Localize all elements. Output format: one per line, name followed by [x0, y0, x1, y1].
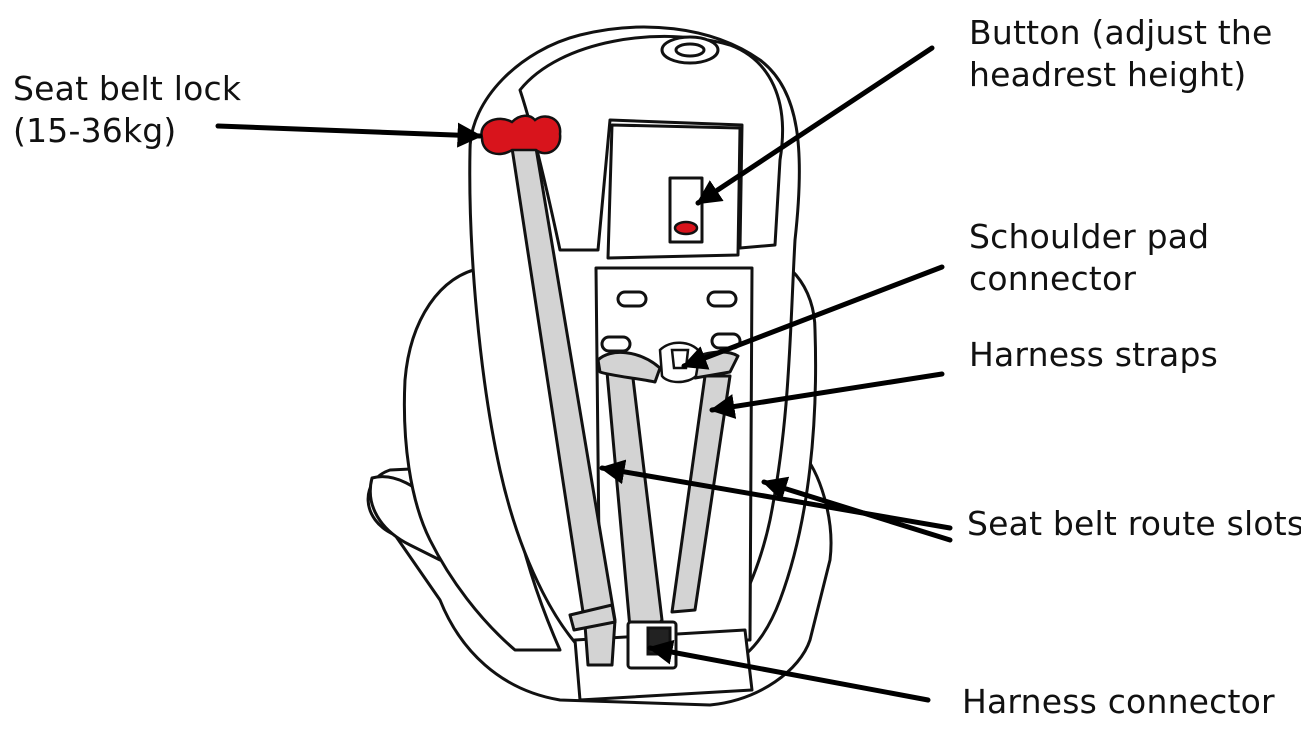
label-seat-belt-lock-line1: Seat belt lock — [13, 69, 242, 108]
label-shoulder-pad-connector: Schoulder pad connector — [969, 216, 1209, 300]
label-button-line2: headrest height) — [969, 55, 1247, 94]
seat-belt-lock-red — [480, 114, 562, 156]
red-parts — [480, 114, 699, 236]
upper-slot-left — [616, 290, 648, 308]
label-seat-belt-lock-line2: (15-36kg) — [13, 111, 177, 150]
label-seat-belt-lock: Seat belt lock (15-36kg) — [13, 68, 241, 152]
label-harness-connector: Harness connector — [962, 682, 1275, 721]
label-harness-straps: Harness straps — [969, 335, 1218, 374]
arrow-route-slot-lower — [761, 476, 953, 543]
label-seat-belt-route-slots: Seat belt route slots — [967, 504, 1301, 543]
headrest-button-red — [673, 220, 699, 236]
label-button: Button (adjust the headrest height) — [969, 12, 1273, 96]
label-shoulder-pad-connector-line2: connector — [969, 259, 1137, 298]
belt-clip — [568, 603, 617, 632]
arrow-harness-connector — [647, 639, 931, 703]
straps — [510, 146, 740, 667]
arrow-seat-belt-lock — [215, 122, 483, 148]
headrest-top-handle-inner — [674, 42, 706, 58]
arrow-button — [695, 45, 935, 206]
pointer-arrows — [215, 45, 953, 703]
harness-strap-right — [670, 374, 732, 614]
upper-slot-right — [706, 290, 738, 308]
headrest — [518, 35, 785, 252]
arrow-harness-straps — [709, 371, 945, 419]
arrow-shoulder-pad — [681, 264, 945, 370]
label-shoulder-pad-connector-line1: Schoulder pad — [969, 217, 1210, 256]
label-button-line1: Button (adjust the — [969, 13, 1273, 52]
shoulder-pad-left — [596, 350, 662, 384]
harness-connector-buckle — [626, 620, 678, 670]
lower-slot-left — [600, 335, 632, 353]
